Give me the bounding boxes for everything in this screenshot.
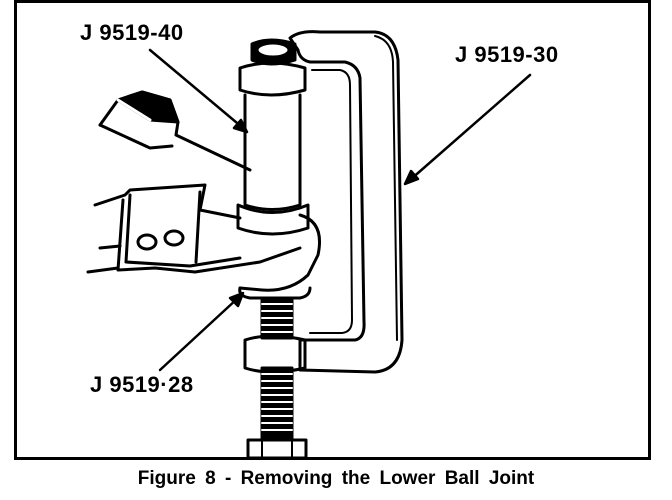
callout-j9519-28: J 9519·28: [90, 372, 194, 397]
forcing-screw: [243, 296, 308, 460]
upper-receiver-cup: [236, 38, 310, 236]
upper-control-arm: [98, 90, 252, 172]
lower-control-arm: [86, 183, 302, 274]
c-frame-tool: [288, 30, 404, 374]
callout-j9519-30: J 9519-30: [455, 42, 559, 67]
leader-lines: [148, 48, 532, 372]
ball-joint-tool-illustration: [86, 30, 532, 460]
figure-caption: Figure 8 - Removing the Lower Ball Joint: [137, 468, 535, 489]
callout-j9519-40: J 9519-40: [80, 20, 184, 45]
